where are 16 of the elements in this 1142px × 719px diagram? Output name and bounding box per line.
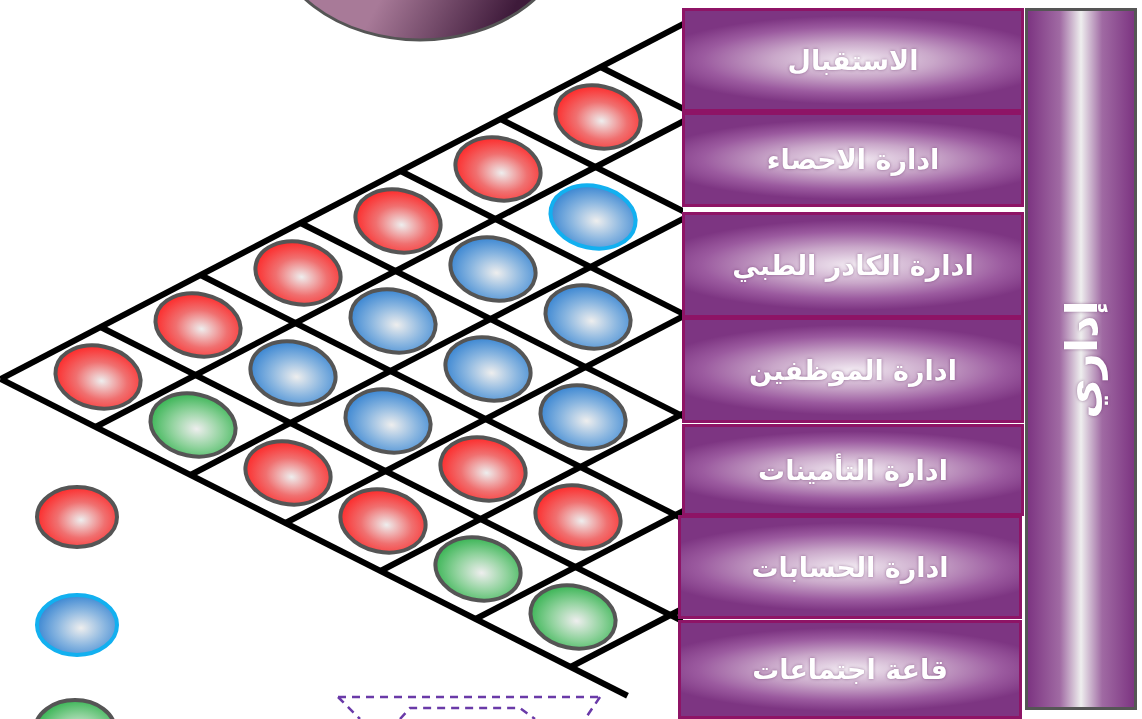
department-box	[682, 8, 1024, 112]
department-box	[678, 515, 1022, 619]
department-box	[682, 424, 1024, 516]
department-box	[682, 317, 1024, 423]
vertical-label: إداري	[1055, 299, 1107, 419]
department-box	[682, 112, 1024, 207]
box-label: الاستقبال	[787, 44, 919, 76]
box-label: ادارة الموظفين	[749, 354, 957, 386]
box-label: ادارة التأمينات	[758, 454, 948, 486]
department-box	[682, 212, 1024, 318]
box-label: ادارة الاحصاء	[766, 144, 940, 175]
department-box	[678, 620, 1022, 719]
box-label: ادارة الكادر الطبي	[732, 249, 974, 281]
box-label: قاعة اجتماعات	[752, 654, 948, 685]
box-label: ادارة الحسابات	[751, 551, 949, 583]
vertical-panel	[1025, 8, 1137, 710]
